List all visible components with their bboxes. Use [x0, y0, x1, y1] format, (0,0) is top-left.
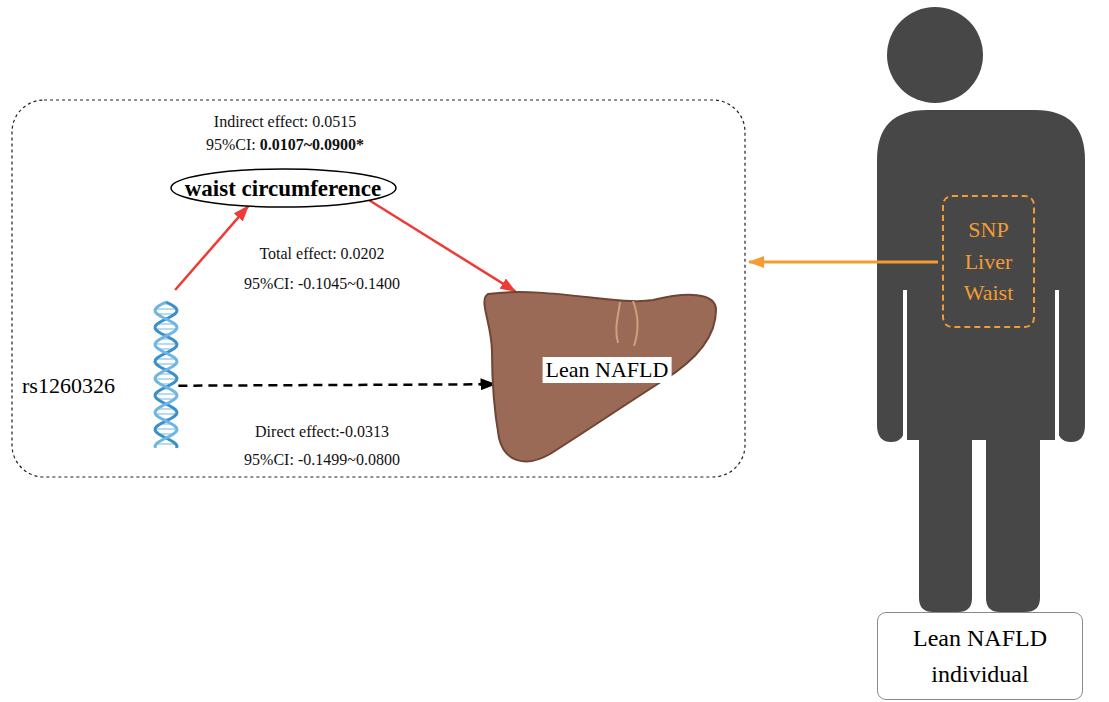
- person-head: [887, 7, 983, 103]
- arm-gap: [1055, 290, 1059, 442]
- orange-arrow: [749, 261, 938, 264]
- arm-gap: [903, 290, 907, 442]
- snp-node: rs1260326: [20, 290, 185, 455]
- ellipse-shape: [171, 169, 396, 207]
- node-text: rs1260326: [22, 373, 115, 399]
- node-text: Lean NAFLD: [543, 357, 672, 383]
- effect-label-row: 95%CI: -0.1499~0.0800: [244, 451, 400, 469]
- dna-rung: [155, 343, 177, 345]
- node-text: waist circumference: [185, 177, 382, 200]
- dna-rung: [155, 378, 177, 380]
- effect-label-row: Indirect effect: 0.0515: [214, 113, 356, 131]
- orange-dashed-box: SNP Liver Waist: [942, 195, 1035, 328]
- dna-strand: [155, 302, 177, 448]
- effect-label: Direct effect:-0.0313: [255, 423, 389, 441]
- person-silhouette: [877, 7, 1085, 612]
- dna-helix: [20, 290, 185, 455]
- effect-label: 0.0107~0.0900*: [260, 136, 364, 154]
- effect-label-row: Direct effect:-0.0313: [255, 423, 389, 441]
- effect-label: Total effect: 0.0202: [259, 245, 384, 263]
- liver-ligament: [633, 301, 638, 346]
- liver-shape: [484, 292, 716, 461]
- connector-arrow: [175, 206, 248, 290]
- effect-label: Indirect effect: 0.0515: [214, 113, 356, 131]
- effect-label: 95%CI:: [206, 136, 256, 154]
- effect-label-row: 95%CI: -0.1045~0.1400: [244, 275, 400, 293]
- liver-node: Lean NAFLD: [468, 288, 718, 463]
- individual-box: Lean NAFLD individual: [877, 612, 1083, 700]
- dna-rung: [155, 428, 177, 430]
- dna-rung: [155, 413, 176, 415]
- person-body: [877, 110, 1085, 612]
- effect-label-row: 95%CI:0.0107~0.0900*: [206, 136, 364, 154]
- effect-label: 95%CI: -0.1499~0.0800: [244, 451, 400, 469]
- dna-rung: [155, 393, 176, 395]
- node-text: Lean NAFLD individual: [886, 620, 1074, 692]
- dashed-region: [12, 100, 745, 477]
- effect-label-row: Total effect: 0.0202: [259, 245, 384, 263]
- dna-rung: [155, 328, 176, 330]
- mediator-ellipse: waist circumference: [170, 168, 397, 208]
- effect-label: 95%CI: -0.1045~0.1400: [244, 275, 400, 293]
- dna-strand: [155, 302, 177, 448]
- connector-arrow: [178, 384, 495, 385]
- liver-ligament: [616, 302, 620, 343]
- dna-rung: [155, 308, 176, 310]
- node-text: SNP Liver Waist: [964, 214, 1014, 310]
